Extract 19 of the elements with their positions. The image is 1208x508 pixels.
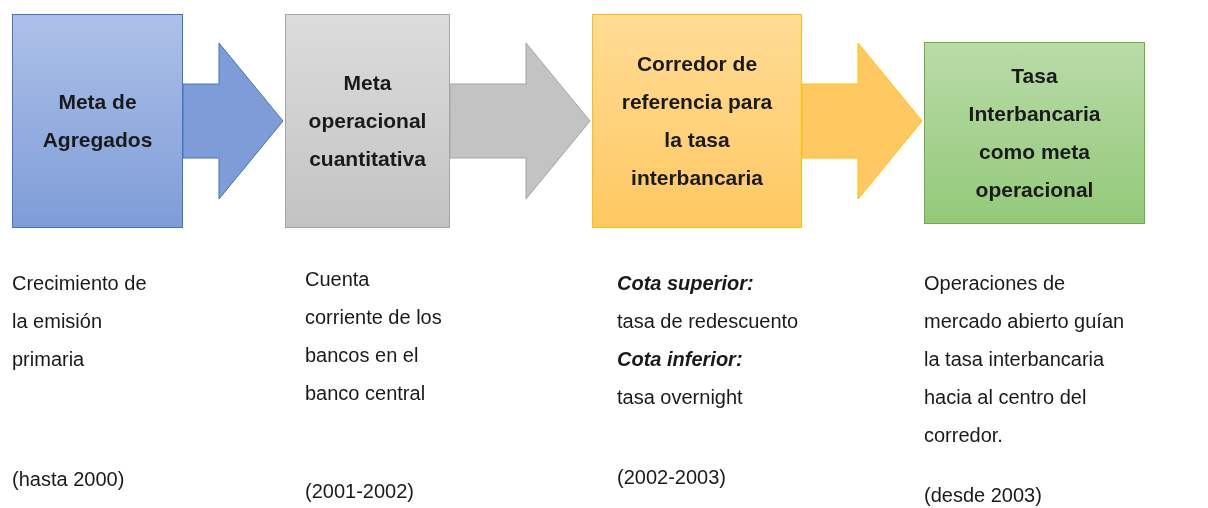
- description-text: Cota superior: tasa de redescuento Cota inferior: tasa overnight: [617, 271, 800, 410]
- block-arrow: [801, 42, 923, 200]
- step-title: Corredor de referencia para la tasa interbancaria: [620, 51, 774, 191]
- process-box: [285, 14, 450, 228]
- block-arrow: [449, 42, 591, 200]
- step-title: Meta operacional cuantitativa: [307, 70, 428, 172]
- description-text: Operaciones de mercado abierto guían la tasa interbancaria hacia al centro del corredor.: [924, 271, 1126, 448]
- process-box: [592, 14, 802, 228]
- block-arrow: [182, 42, 284, 200]
- period-text: (2002-2003): [617, 465, 726, 490]
- period-text: (2001-2002): [305, 479, 414, 504]
- period-text: (desde 2003): [924, 483, 1042, 508]
- process-box: [12, 14, 183, 228]
- step-title: Tasa Interbancaria como meta operacional: [967, 63, 1102, 203]
- description-text: Cuenta corriente de los bancos en el banco central: [305, 267, 443, 406]
- process-box: [924, 42, 1145, 224]
- period-text: (hasta 2000): [12, 467, 125, 492]
- step-title: Meta de Agregados: [41, 89, 154, 153]
- description-text: Crecimiento de la emisión primaria: [12, 271, 148, 372]
